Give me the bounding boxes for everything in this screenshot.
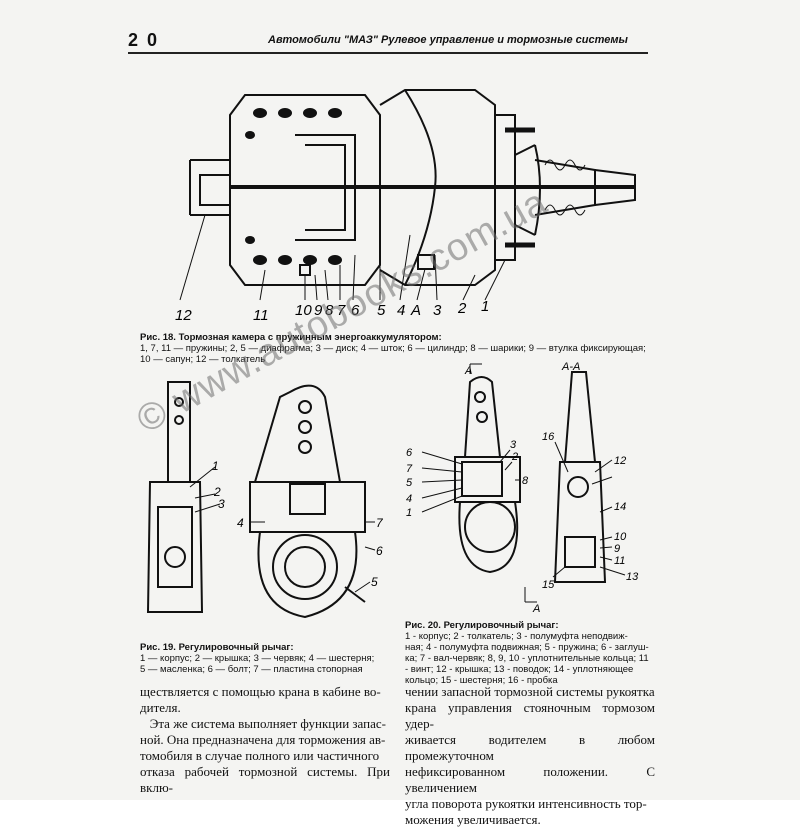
fig20-label-7: 7 <box>406 463 413 475</box>
fig19-label-7: 7 <box>376 516 384 530</box>
fig18-label-12: 12 <box>175 307 192 324</box>
fig18-label-2: 2 <box>457 300 467 317</box>
body-line: можения увеличивается. <box>405 812 541 827</box>
adjusting-lever-sections-drawing: А А-А 6 7 5 4 1 3 2 8 16 12 14 10 9 11 1… <box>406 361 639 615</box>
fig20-caption-line: ка; 7 - вал-червяк; 8, 9, 10 - уплотните… <box>405 653 649 664</box>
running-head: Автомобили "МАЗ" Рулевое управление и то… <box>268 34 628 46</box>
figure-18-brake-chamber: 12 11 10 9 8 7 6 5 4 А 3 2 1 <box>175 75 655 330</box>
fig20-label-11: 11 <box>614 555 625 567</box>
fig18-caption-line: 1, 7, 11 — пружины; 2, 5 — диафрагма; 3 … <box>140 343 646 354</box>
fig20-label-1: 1 <box>406 507 412 519</box>
body-line: томобиля в случае полного или частичного <box>140 748 380 763</box>
fig20-caption-title: Рис. 20. Регулировочный рычаг: <box>405 620 559 631</box>
fig18-label-10: 10 <box>295 302 312 319</box>
fig20-label-2: 2 <box>511 451 518 463</box>
fig18-label-8: 8 <box>325 302 334 319</box>
fig19-label-6: 6 <box>376 544 383 558</box>
fig19-caption-line: 5 — масленка; 6 — болт; 7 — пластина сто… <box>140 664 363 675</box>
fig20-label-4: 4 <box>406 493 412 505</box>
body-text-right-column: чении запасной тормозной системы рукоятк… <box>405 684 655 828</box>
fig20-label-A-top: А <box>464 365 472 377</box>
fig20-caption-line: кольцо; 15 - шестерня; 16 - пробка <box>405 675 558 686</box>
adjusting-lever-drawing: 1 2 3 4 7 6 5 <box>146 381 384 619</box>
fig20-label-A-bottom: А <box>532 603 540 615</box>
fig19-caption-title: Рис. 19. Регулировочный рычаг: <box>140 642 294 653</box>
figure-19-adjusting-lever: 1 2 3 4 7 6 5 <box>140 372 390 637</box>
fig18-label-9: 9 <box>314 302 323 319</box>
body-line: чении запасной тормозной системы рукоятк… <box>405 684 655 699</box>
fig18-label-5: 5 <box>377 302 386 319</box>
body-text-left-column: ществляется с помощью крана в кабине во-… <box>140 684 390 796</box>
brake-chamber-drawing: 12 11 10 9 8 7 6 5 4 А 3 2 1 <box>175 89 636 324</box>
figure-18-caption: Рис. 18. Тормозная камера с пружинным эн… <box>140 332 660 365</box>
fig20-label-6: 6 <box>406 447 413 459</box>
fig20-label-13: 13 <box>626 571 639 583</box>
fig20-caption-line: - винт; 12 - крышка; 13 - поводок; 14 - … <box>405 664 634 675</box>
fig18-label-6: 6 <box>351 302 360 319</box>
fig20-label-8: 8 <box>522 475 529 487</box>
page-number: 2 0 <box>128 30 160 50</box>
fig19-label-2: 2 <box>213 485 221 499</box>
fig20-label-9: 9 <box>614 543 620 555</box>
fig19-label-4: 4 <box>237 516 244 530</box>
fig20-label-14: 14 <box>614 501 626 513</box>
fig19-label-5: 5 <box>371 575 378 589</box>
body-line: ной. Она предназначена для торможения ав… <box>140 732 386 747</box>
fig18-label-1: 1 <box>481 298 489 315</box>
fig18-label-A: А <box>410 302 421 319</box>
body-line: отказа рабочей тормозной системы. При вк… <box>140 764 390 795</box>
body-line: крана управления стояночным тормозом уде… <box>405 700 655 731</box>
fig20-label-3: 3 <box>510 439 517 451</box>
body-line: дителя. <box>140 700 181 715</box>
fig18-caption-title: Рис. 18. Тормозная камера с пружинным эн… <box>140 332 442 343</box>
figure-20-caption: Рис. 20. Регулировочный рычаг: 1 - корпу… <box>405 620 655 686</box>
fig18-label-3: 3 <box>433 302 442 319</box>
body-line: нефиксированном положении. С увеличением <box>405 764 655 795</box>
body-line: ществляется с помощью крана в кабине во- <box>140 684 381 699</box>
fig20-label-10: 10 <box>614 531 627 543</box>
body-line: угла поворота рукоятки интенсивность тор… <box>405 796 647 811</box>
body-line: живается водителем в любом промежуточном <box>405 732 655 763</box>
header-rule <box>128 52 648 54</box>
fig19-caption-line: 1 — корпус; 2 — крышка; 3 — червяк; 4 — … <box>140 653 375 664</box>
fig20-label-15: 15 <box>542 579 555 591</box>
figure-19-caption: Рис. 19. Регулировочный рычаг: 1 — корпу… <box>140 642 400 675</box>
figure-20-adjusting-lever: А А-А 6 7 5 4 1 3 2 8 16 12 14 10 9 11 1… <box>400 361 665 617</box>
fig20-label-5: 5 <box>406 477 413 489</box>
page-header: 2 0 Автомобили "МАЗ" Рулевое управление … <box>128 30 648 52</box>
fig18-caption-line: 10 — сапун; 12 — толкатель <box>140 354 266 365</box>
fig18-label-7: 7 <box>337 302 346 319</box>
fig19-label-3: 3 <box>218 497 225 511</box>
fig20-label-section-AA: А-А <box>561 362 580 373</box>
body-line: Эта же система выполняет функции запас- <box>140 716 386 731</box>
fig20-caption-line: ная; 4 - полумуфта подвижная; 5 - пружин… <box>405 642 649 653</box>
fig19-label-1: 1 <box>212 459 219 473</box>
fig20-caption-line: 1 - корпус; 2 - толкатель; 3 - полумуфта… <box>405 631 628 642</box>
fig20-label-16: 16 <box>542 431 555 443</box>
fig18-label-11: 11 <box>253 307 269 324</box>
fig18-label-4: 4 <box>397 302 405 319</box>
fig20-label-12: 12 <box>614 455 626 467</box>
